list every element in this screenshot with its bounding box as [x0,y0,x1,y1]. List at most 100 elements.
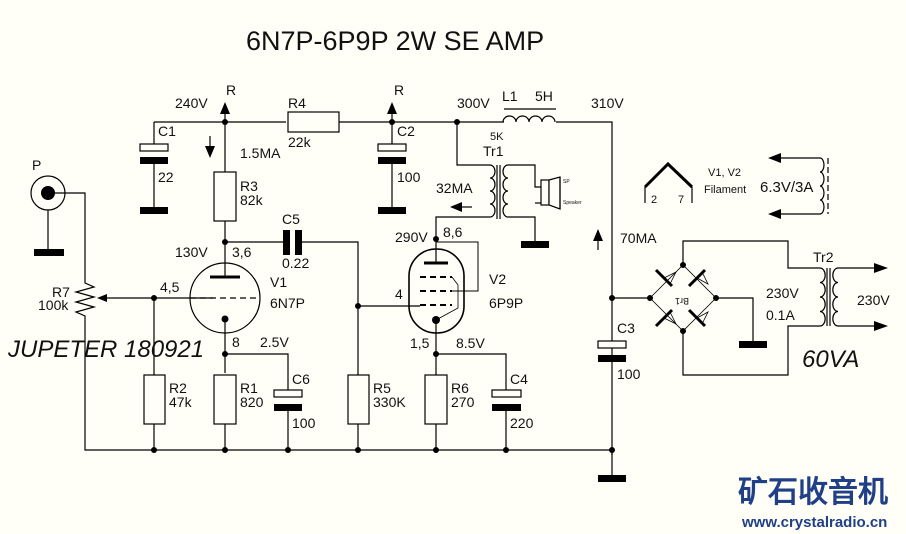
r1-ref: R1 [240,380,258,396]
node-310v: 310V [591,95,624,111]
r5-value: 330K [373,394,406,410]
c2-ref: C2 [397,123,415,139]
current-arrow-up-icon [593,229,603,250]
capacitor-c5 [283,230,420,375]
v1-grid-pins: 4,5 [160,279,180,295]
l1-value: 5H [535,88,553,104]
speaker-sp-label: SP [563,179,570,185]
ground-symbol [34,249,64,256]
r4-value: 22k [288,134,312,150]
c3-ref: C3 [617,320,635,336]
capacitor-c6 [273,389,303,450]
output-transformer-tr1 [435,122,549,248]
ground-symbol [521,241,549,248]
c1-value: 22 [158,169,174,185]
tube-v2 [408,236,507,390]
watermark-cn: 矿石收音机 [738,475,888,510]
r-arrow-right-icon [387,102,397,122]
capacitor-c3 [597,295,627,362]
r2-value: 47k [169,394,193,410]
node-300v: 300V [457,95,490,111]
node-290v: 290V [395,229,428,245]
ground-bus [151,447,626,482]
r7-ref: R7 [52,284,70,300]
c5-value: 0.22 [282,255,309,271]
r6-value: 270 [451,394,475,410]
bridge-rectifier-br1 [612,240,820,376]
current-70ma: 70MA [620,230,657,246]
v2-ref: V2 [489,271,506,287]
v2-type: 6P9P [489,295,523,311]
node-240v: 240V [175,95,208,111]
b-plus-rail [154,119,613,455]
resistor-r1 [213,374,237,450]
filament-supply: 6.3V/3A [760,179,813,196]
v2-cathode-pins: 1,5 [410,335,430,351]
current-1-5ma: 1.5MA [240,145,281,161]
current-arrow-down-icon [205,136,215,158]
speaker-icon [540,176,561,210]
tr2-secondary-voltage: 230V [766,285,799,301]
node-8-5v: 8.5V [456,335,485,351]
resistor-r3 [213,122,237,245]
r4-ref: R4 [288,95,306,111]
node-130v: 130V [175,244,208,260]
current-arrow-left-icon [450,202,472,212]
ground-symbol [378,207,406,214]
filament-label: Filament [704,184,746,196]
author-label: JUPETER 180921 [7,336,204,363]
filament-symbol-icon [643,161,694,203]
c5-ref: C5 [282,211,300,227]
speaker-text: Speaker [563,200,582,206]
resistor-r4 [287,111,340,133]
filament-pin-7: 7 [678,194,684,206]
input-jack[interactable] [30,175,86,282]
capacitor-c1 [139,122,169,214]
resistor-r5 [347,374,370,450]
c1-ref: C1 [158,123,176,139]
c4-value: 220 [510,415,534,431]
schematic-title: 6N7P-6P9P 2W SE AMP [246,26,544,56]
r5-ref: R5 [373,380,391,396]
arrow-right-icon [874,263,888,273]
c3-value: 100 [617,366,641,382]
br1-ref: Br1 [675,296,689,306]
tr1-impedance: 5K [490,131,504,143]
resistor-r2 [143,374,166,450]
l1-ref: L1 [502,88,518,104]
inductor-l1 [502,108,556,123]
tr2-ref: Tr2 [813,249,834,265]
input-label: P [32,157,41,173]
c2-value: 100 [397,169,421,185]
r3-value: 82k [240,192,264,208]
current-32ma: 32MA [436,180,473,196]
capacitor-c2 [377,122,407,214]
r1-value: 820 [240,394,264,410]
r6-ref: R6 [451,380,469,396]
tr2-primary-voltage: 230V [857,292,890,308]
c6-ref: C6 [292,371,310,387]
watermark-url: www.crystalradio.cn [741,514,887,531]
v1-plate-pins: 3,6 [232,244,252,260]
filament-pin-2: 2 [651,194,657,206]
power-rating: 60VA [802,346,859,373]
filament-tubes-label: V1, V2 [708,167,741,179]
arrow-right-icon [874,321,888,331]
v1-ref: V1 [270,274,287,290]
v1-cathode-pin: 8 [232,334,240,350]
ground-symbol [739,341,767,348]
r-label-left: R [226,82,236,98]
tr2-secondary-current: 0.1A [766,307,795,323]
filament-winding [768,153,829,219]
r-arrow-left-icon [220,102,230,122]
capacitor-c4 [491,389,522,450]
r-label-right: R [394,82,404,98]
c6-value: 100 [292,415,316,431]
v1-type: 6N7P [270,295,305,311]
r7-value: 100k [38,297,69,313]
tube-v1 [151,241,289,390]
r3-ref: R3 [240,178,258,194]
power-transformer-tr2 [819,263,888,331]
v2-grid-pin: 4 [395,286,403,302]
